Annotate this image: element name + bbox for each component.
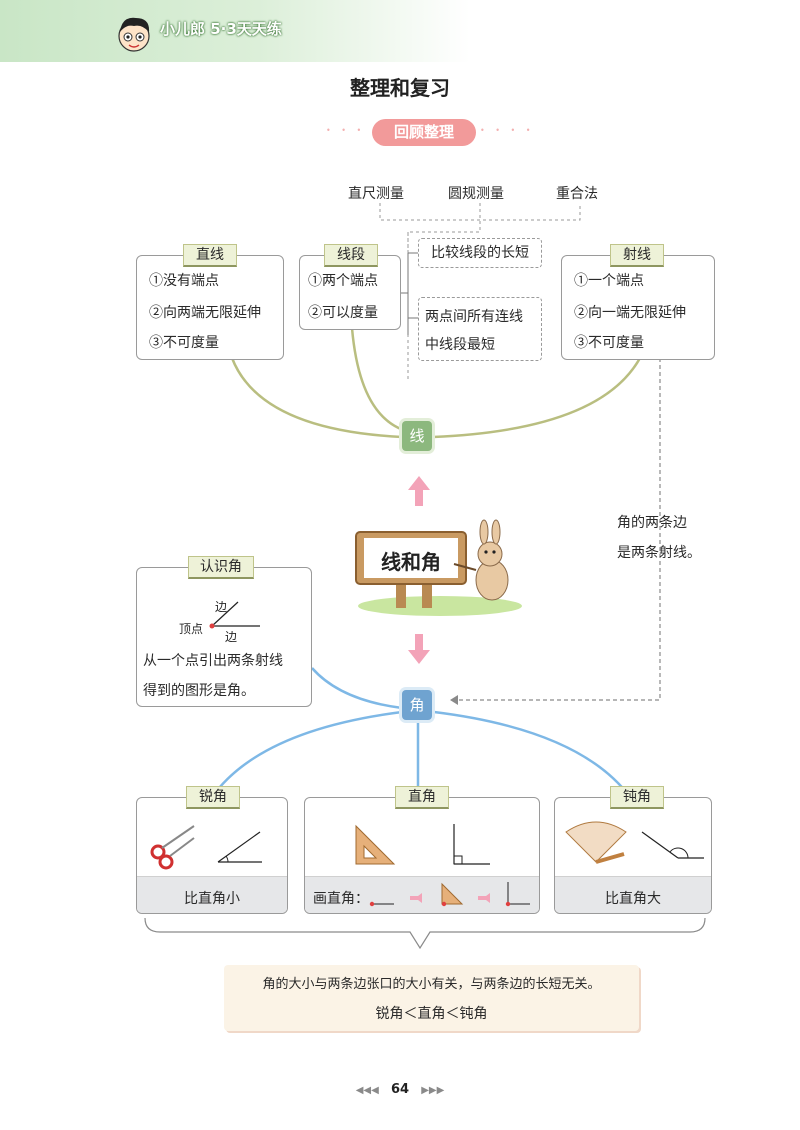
right-tag: 直角 <box>395 786 449 809</box>
header-band <box>0 0 470 62</box>
ray-box: ①一个端点 ②向一端无限延伸 ③不可度量 <box>561 255 715 360</box>
ray-note-line2: 是两条射线。 <box>617 545 701 561</box>
segment-item-2: ②可以度量 <box>308 305 378 321</box>
line-item-2: ②向两端无限延伸 <box>149 305 261 321</box>
fan-icon <box>565 821 704 864</box>
right-caption: 画直角： <box>313 891 369 907</box>
summary-line1: 角的大小与两条边张口的大小有关，与两条边的长短无关。 <box>262 977 601 992</box>
triangle-ruler-icon <box>355 824 490 865</box>
acute-caption: 比直角小 <box>184 891 240 907</box>
next-arrows-icon: ▶▶▶ <box>421 1085 445 1096</box>
series-title: 小儿郎 5·3天天练 <box>160 20 282 38</box>
obtuse-box: 比直角大 <box>554 797 712 914</box>
line-item-3: ③不可度量 <box>149 335 219 351</box>
compare-segment-note: 比较线段的长短 <box>418 238 542 268</box>
line-node: 线 <box>402 421 432 451</box>
method-compass: 圆规测量 <box>448 186 504 202</box>
rabbit-icon <box>453 519 509 601</box>
angle-diagram-icon <box>209 601 260 629</box>
angle-node: 角 <box>402 690 432 720</box>
summary-box: 角的大小与两条边张口的大小有关，与两条边的长短无关。 锐角＜直角＜钝角 <box>224 965 639 1031</box>
line-item-1: ①没有端点 <box>149 273 219 289</box>
summary-line2: 锐角＜直角＜钝角 <box>375 1006 488 1022</box>
scissors-icon <box>150 825 262 870</box>
decor-dots-right: • • • • <box>480 126 535 135</box>
ray-item-1: ①一个端点 <box>574 273 644 289</box>
arrow-up-icon <box>408 476 430 506</box>
sign-illustration <box>355 519 522 616</box>
page-number-area: ◀◀◀ 64 ▶▶▶ <box>0 1082 800 1097</box>
know-angle-line2: 得到的图形是角。 <box>143 683 255 699</box>
know-angle-box: 边 顶点 边 从一个点引出两条射线 得到的图形是角。 <box>136 567 312 707</box>
ray-item-2: ②向一端无限延伸 <box>574 305 686 321</box>
shortest-note-line2: 中线段最短 <box>425 337 495 353</box>
center-sign-text: 线和角 <box>381 550 441 574</box>
obtuse-caption: 比直角大 <box>605 891 661 907</box>
obtuse-tag: 钝角 <box>610 786 664 809</box>
acute-angle-icon <box>217 831 262 863</box>
arrow-down-icon <box>408 634 430 664</box>
ray-note-line1: 角的两条边 <box>617 515 687 531</box>
know-angle-line1: 从一个点引出两条射线 <box>143 653 283 669</box>
segment-box: ①两个端点 ②可以度量 <box>299 255 401 330</box>
angle-side-bottom-label: 边 <box>225 630 238 644</box>
page-number: 64 <box>390 1082 410 1097</box>
angle-vertex-label: 顶点 <box>179 622 204 636</box>
ray-item-3: ③不可度量 <box>574 335 644 351</box>
line-box: ①没有端点 ②向两端无限延伸 ③不可度量 <box>136 255 284 360</box>
draw-right-angle-steps <box>369 882 530 907</box>
acute-tag: 锐角 <box>186 786 240 809</box>
obtuse-strip <box>555 876 711 913</box>
know-angle-tag: 认识角 <box>188 556 254 579</box>
shortest-note-line1: 两点间所有连线 <box>425 309 523 325</box>
decor-dots-left: • • • • <box>326 126 381 135</box>
right-angle-icon <box>453 824 490 865</box>
method-overlap: 重合法 <box>556 186 598 202</box>
obtuse-angle-icon <box>641 831 704 859</box>
segment-tag: 线段 <box>324 244 378 267</box>
boy-mascot-icon <box>118 17 150 52</box>
segment-item-1: ①两个端点 <box>308 273 378 289</box>
angle-side-top-label: 边 <box>215 600 228 614</box>
section-pill: 回顾整理 <box>372 119 476 146</box>
method-ruler: 直尺测量 <box>348 186 404 202</box>
ray-tag: 射线 <box>610 244 664 267</box>
acute-strip <box>137 876 287 913</box>
shortest-note-box: 两点间所有连线 中线段最短 <box>418 297 542 361</box>
page-title: 整理和复习 <box>350 76 450 100</box>
line-tag: 直线 <box>183 244 237 267</box>
prev-arrows-icon: ◀◀◀ <box>355 1085 379 1096</box>
